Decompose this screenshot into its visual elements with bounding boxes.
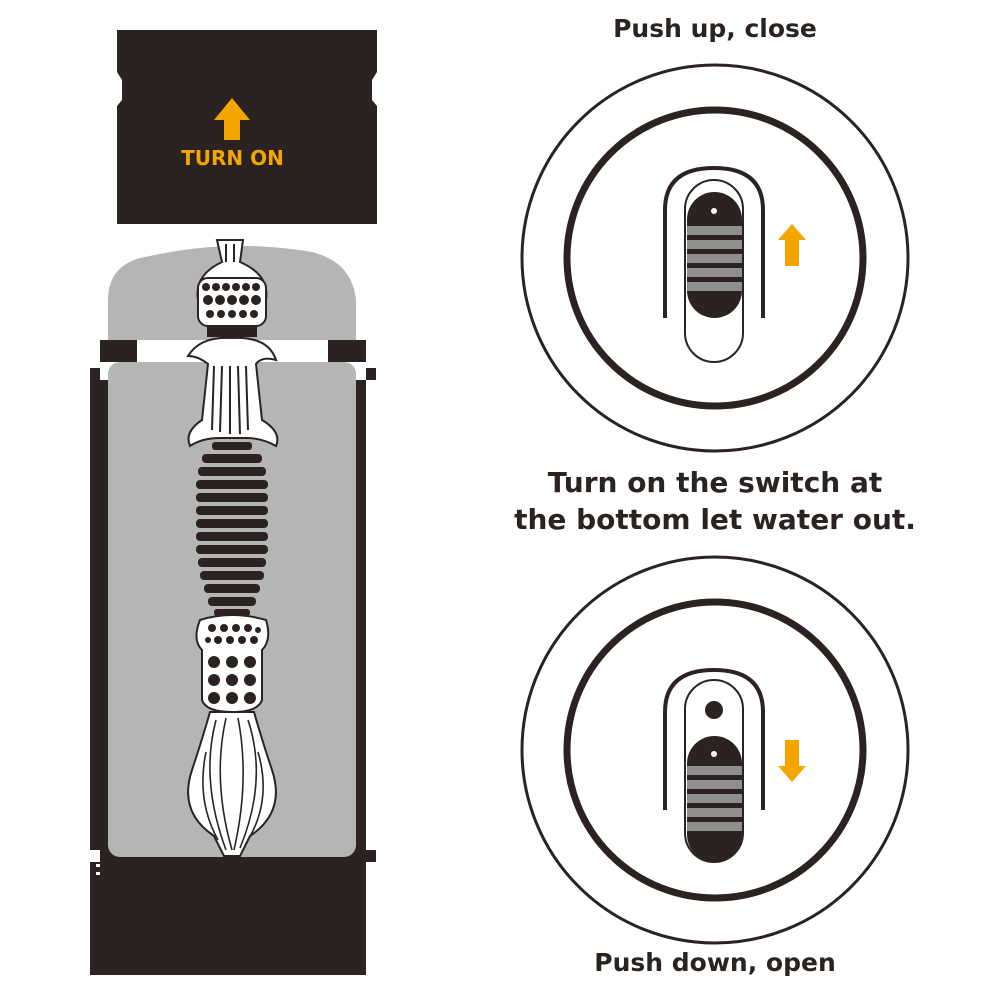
instruction-caption: Turn on the switch at the bottom let wat… (500, 464, 930, 538)
switch-closed-detail (520, 63, 910, 453)
drain-hole (705, 701, 723, 719)
thread-marks (96, 342, 370, 875)
arrow-up-icon (214, 98, 250, 140)
arrow-up-icon (778, 224, 806, 266)
switch-open-detail (520, 555, 910, 945)
cup-device (90, 30, 377, 975)
turn-on-label: TURN ON (181, 146, 284, 170)
instruction-line-1: Turn on the switch at (547, 466, 883, 499)
push-up-caption: Push up, close (613, 14, 817, 43)
push-down-caption: Push down, open (594, 948, 836, 977)
arrow-down-icon (778, 740, 806, 782)
cup-body (100, 340, 366, 362)
instruction-line-2: the bottom let water out. (514, 503, 916, 536)
cup-cap (117, 30, 377, 224)
inner-canal (186, 239, 279, 857)
